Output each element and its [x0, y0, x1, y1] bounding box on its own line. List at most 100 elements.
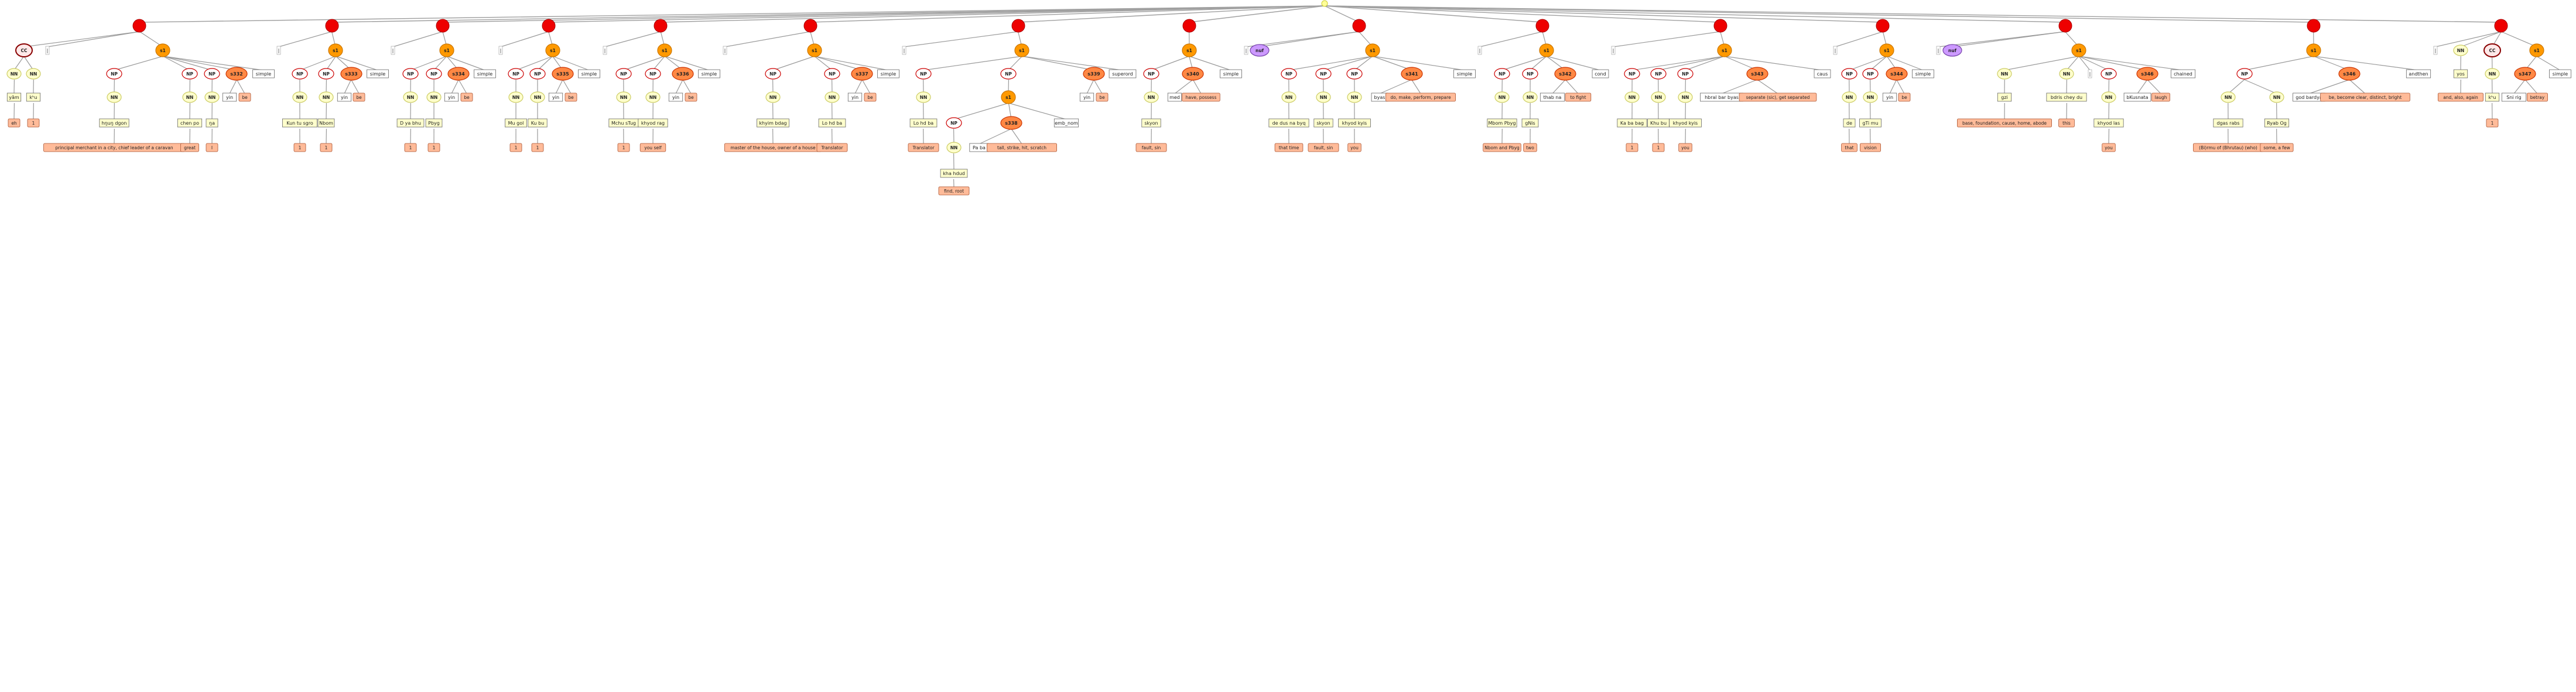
s-node-s1-110[interactable]: s1	[1001, 90, 1016, 104]
ex-node-s339-119[interactable]: s339	[1083, 67, 1105, 81]
ex-node-s342-164[interactable]: s342	[1554, 67, 1576, 81]
gloss-node-that-time-140[interactable]: that time	[1274, 143, 1304, 152]
gloss-node-to-fight-166[interactable]: to fight	[1565, 93, 1592, 102]
bar-node-node-134[interactable]: |	[1244, 46, 1248, 55]
gloss-node-1-37[interactable]: 1	[320, 143, 333, 152]
nn-node-nn-236[interactable]: NN	[2453, 44, 2468, 56]
bar-node-node-154[interactable]: |	[1477, 46, 1482, 55]
word-node-ku-bu-66[interactable]: Ku bu	[528, 118, 548, 128]
word-node-dgas-rabs-225[interactable]: dgas rabs	[2213, 118, 2243, 128]
gloss-node-be-40[interactable]: be	[353, 93, 365, 102]
ex-node-s340-129[interactable]: s340	[1182, 67, 1204, 81]
gloss-node-principal-merchant-in-a-city-chief-leader-of-a-caravan-14[interactable]: principal merchant in a city, chief lead…	[43, 143, 185, 152]
s-node-s1-189[interactable]: s1	[1879, 43, 1894, 57]
nn-node-nn-138[interactable]: NN	[1281, 91, 1296, 103]
bar-node-node-43[interactable]: |	[391, 46, 395, 55]
clause-node-node-87[interactable]	[803, 19, 817, 33]
s-node-s1-104[interactable]: s1	[1014, 43, 1029, 57]
nn-node-nn-142[interactable]: NN	[1316, 91, 1331, 103]
np-node-np-19[interactable]: NP	[204, 68, 220, 80]
ex-node-s336-83[interactable]: s336	[672, 67, 694, 81]
cc-node-cc-239[interactable]: CC	[2483, 43, 2501, 57]
word-node-ryab-og-228[interactable]: Ryab Og	[2264, 118, 2290, 128]
ex-node-s343-183[interactable]: s343	[1746, 67, 1768, 81]
s-node-s1-44[interactable]: s1	[439, 43, 454, 57]
gloss-node-betray-246[interactable]: betray	[2526, 93, 2548, 102]
gloss-node-bi-rmu-of-bhrutau-who-226[interactable]: (Bi)rmu of (Bhrutau) (who)	[2192, 143, 2263, 152]
gloss-node-fault-sin-144[interactable]: fault, sin	[1308, 143, 1339, 152]
np-node-np-125[interactable]: NP	[1143, 68, 1159, 80]
gloss-node-1-78[interactable]: 1	[617, 143, 630, 152]
ex-node-s347-244[interactable]: s347	[2514, 67, 2536, 81]
gloss-node-be-55[interactable]: be	[460, 93, 473, 102]
np-node-np-111[interactable]: NP	[946, 117, 962, 129]
tag-node-andthen-233[interactable]: andthen	[2406, 69, 2431, 78]
gloss-node-two-163[interactable]: two	[1523, 143, 1537, 152]
gloss-node-you-216[interactable]: you	[2102, 143, 2116, 152]
gloss-node-1-242[interactable]: 1	[2486, 118, 2499, 128]
gloss-node-some-a-few-229[interactable]: some, a few	[2260, 143, 2294, 152]
gloss-node-1-33[interactable]: 1	[293, 143, 306, 152]
tag-node-yin-54[interactable]: yin	[444, 93, 459, 102]
bar-node-node-9[interactable]: |	[45, 46, 50, 55]
nn-node-nn-209[interactable]: NN	[2059, 68, 2074, 80]
word-node-chen-po-17[interactable]: chen po	[177, 118, 203, 128]
gloss-node-you-self-82[interactable]: you self	[639, 143, 666, 152]
tag-node-god-bardya-231[interactable]: god bardya	[2293, 93, 2325, 102]
gloss-node-eh-5[interactable]: eh	[8, 118, 20, 128]
clause-node-node-72[interactable]	[654, 19, 668, 33]
np-node-np-34[interactable]: NP	[318, 68, 334, 80]
gloss-node-you-182[interactable]: you	[1678, 143, 1692, 152]
nn-node-nn-35[interactable]: NN	[319, 91, 334, 103]
np-node-np-60[interactable]: NP	[508, 68, 524, 80]
word-node-de-dus-na-byq-139[interactable]: de dus na byq	[1268, 118, 1309, 128]
word-node-de-192[interactable]: de	[1843, 118, 1856, 128]
bar-node-node-28[interactable]: |	[276, 46, 281, 55]
word-node-mbom-pbyg-158[interactable]: Mbom Pbyg	[1487, 118, 1517, 128]
bar-node-node-212[interactable]: |	[2088, 69, 2092, 78]
word-node-a-21[interactable]: ŋa	[206, 118, 218, 128]
tag-node-emb-nom-118[interactable]: emb_nom	[1053, 118, 1079, 128]
tag-node-simple-201[interactable]: simple	[1912, 69, 1934, 78]
ex-node-s334-53[interactable]: s334	[447, 67, 470, 81]
word-node-khyod-rag-81[interactable]: khyod rag	[638, 118, 668, 128]
word-node-d-ya-bhu-47[interactable]: D ya bhu	[396, 118, 425, 128]
gloss-node-this-211[interactable]: this	[2058, 118, 2075, 128]
gloss-node-fault-sin-128[interactable]: fault, sin	[1135, 143, 1167, 152]
nn-node-nn-240[interactable]: NN	[2485, 68, 2500, 80]
nn-node-nn-6[interactable]: NN	[26, 68, 41, 80]
nn-node-nn-227[interactable]: NN	[2269, 91, 2284, 103]
word-node-lo-hd-ba-107[interactable]: Lo hd ba	[909, 118, 938, 128]
np-node-np-79[interactable]: NP	[645, 68, 661, 80]
gloss-node-separate-sic-get-separated-185[interactable]: separate (sic), get separated	[1739, 93, 1817, 102]
np-node-np-45[interactable]: NP	[402, 68, 419, 80]
gloss-node-1-8[interactable]: 1	[27, 118, 40, 128]
clause-node-node-153[interactable]	[1535, 19, 1549, 33]
np-node-np-94[interactable]: NP	[824, 68, 840, 80]
s-node-s1-29[interactable]: s1	[328, 43, 343, 57]
nn-node-nn-224[interactable]: NN	[2221, 91, 2236, 103]
tag-node-chained-220[interactable]: chained	[2170, 69, 2196, 78]
bar-node-node-88[interactable]: |	[723, 46, 727, 55]
tag-node-yin-199[interactable]: yin	[1882, 93, 1897, 102]
clause-node-node-202[interactable]	[2058, 19, 2072, 33]
nn-node-nn-106[interactable]: NN	[916, 91, 931, 103]
s-node-s1-89[interactable]: s1	[807, 43, 822, 57]
gloss-node-that-193[interactable]: that	[1841, 143, 1857, 152]
ex-node-s338-115[interactable]: s338	[1000, 116, 1022, 130]
gloss-node-great-18[interactable]: great	[180, 143, 199, 152]
word-node-yos-237[interactable]: yos	[2453, 69, 2468, 78]
word-node-gzi-207[interactable]: gzi	[1997, 93, 2012, 102]
clause-node-node-42[interactable]	[436, 19, 450, 33]
tag-node-simple-86[interactable]: simple	[698, 69, 720, 78]
clause-node-node-168[interactable]	[1713, 19, 1727, 33]
gloss-node-laugh-219[interactable]: laugh	[2151, 93, 2170, 102]
gloss-node-translator-97[interactable]: Translator	[816, 143, 848, 152]
bar-node-node-169[interactable]: |	[1611, 46, 1616, 55]
bar-node-node-73[interactable]: |	[603, 46, 607, 55]
gloss-node-1-174[interactable]: 1	[1626, 143, 1638, 152]
np-node-np-30[interactable]: NP	[292, 68, 308, 80]
clause-node-node-221[interactable]	[2307, 19, 2321, 33]
tag-node-byas-150[interactable]: byas	[1371, 93, 1388, 102]
nn-node-nn-195[interactable]: NN	[1863, 91, 1878, 103]
